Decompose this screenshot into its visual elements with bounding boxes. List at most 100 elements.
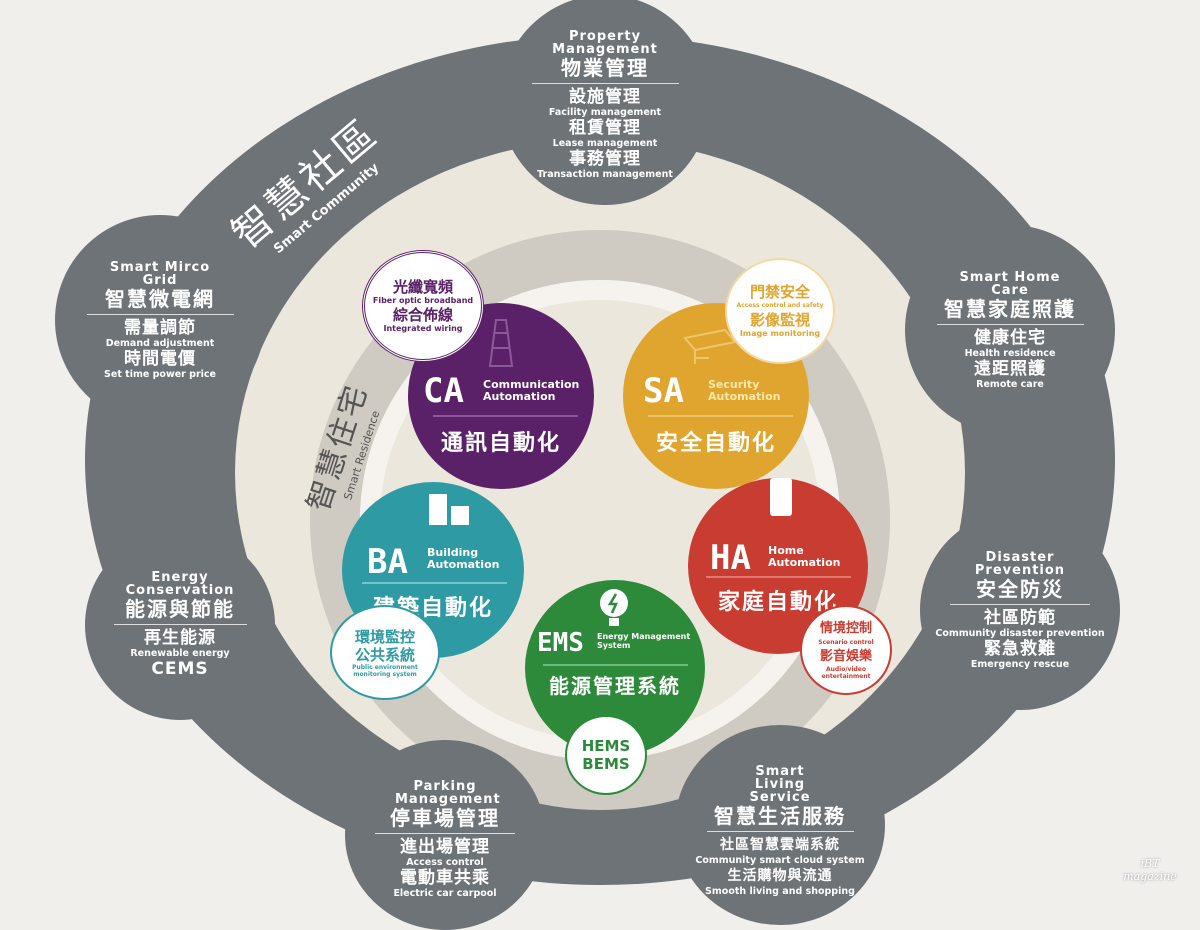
tower-icon — [488, 319, 514, 367]
item-zh: 需量調節 — [124, 317, 196, 338]
item-zh: 生活購物與流通 — [727, 868, 833, 884]
item-zh: 健康住宅 — [974, 327, 1046, 348]
divider — [950, 603, 1090, 605]
badge-en: Scenario control — [818, 639, 874, 646]
item-zh: 設施管理 — [569, 87, 641, 107]
badge-zh: 門禁安全 — [749, 283, 810, 301]
item-en: Community smart cloud system — [695, 855, 865, 866]
item-en: Emergency rescue — [970, 658, 1070, 670]
divider — [86, 313, 234, 315]
label-en: Property Management — [552, 29, 658, 57]
module-en: Energy Management System — [597, 632, 691, 650]
item-en: Remote care — [976, 378, 1044, 390]
module-abbr: EMS — [537, 628, 584, 658]
module-sa: SA Security Automation 安全自動化 — [623, 303, 809, 489]
module-en: Home Automation — [768, 544, 841, 569]
module-en: Communication Automation — [483, 378, 580, 403]
item-zh: 再生能源 — [144, 628, 216, 648]
item-zh: 社區智慧雲端系統 — [720, 837, 840, 853]
badge-en: Access control and safety — [736, 302, 824, 309]
badge-zh: 綜合佈線 — [392, 306, 453, 324]
item-zh: 時間電價 — [124, 348, 196, 369]
item-zh: CEMS — [151, 659, 209, 679]
module-abbr: CA — [423, 371, 464, 411]
badge-zh: HEMS — [581, 737, 631, 755]
badge-en: Fiber optic broadband — [372, 296, 474, 305]
divider — [543, 664, 688, 666]
label-zh: 物業管理 — [561, 56, 649, 80]
badge-en: Image monitoring — [739, 329, 821, 338]
watermark: iBT magazine — [1123, 857, 1177, 883]
item-en: Set time power price — [104, 368, 216, 380]
label-en: Disaster Prevention — [974, 549, 1066, 578]
label-en: Smart Home Care — [959, 269, 1061, 298]
item-en: Electric car carpool — [393, 888, 497, 899]
label-zh: 安全防災 — [976, 576, 1064, 601]
label-zh: 能源與節能 — [125, 597, 235, 621]
item-en: Transaction management — [537, 169, 673, 180]
label-en: Smart Mirco Grid — [109, 259, 211, 288]
smart-living-service: Smart Living Service 智慧生活服務 社區智慧雲端系統 Comm… — [675, 725, 885, 925]
label-en: Parking Management — [395, 779, 501, 807]
divider — [706, 576, 851, 578]
divider — [936, 323, 1084, 325]
item-zh: 遠距照護 — [974, 358, 1046, 379]
module-en: Security Automation — [708, 378, 781, 403]
module-abbr: SA — [643, 371, 684, 411]
divider — [531, 83, 679, 84]
divider — [113, 624, 247, 625]
module-abbr: HA — [710, 538, 751, 578]
divider — [375, 833, 515, 834]
module-zh: 通訊自動化 — [440, 431, 561, 456]
item-en: Community disaster prevention — [935, 627, 1105, 639]
label-zh: 智慧家庭照護 — [944, 296, 1076, 321]
label-en: Smart Living Service — [749, 764, 811, 805]
badge-zh: 公共系統 — [354, 645, 415, 664]
badge-en: Integrated wiring — [383, 324, 463, 333]
item-zh: 社區防範 — [984, 607, 1056, 628]
module-abbr: BA — [367, 542, 408, 582]
label-zh: 停車場管理 — [390, 806, 500, 830]
divider — [362, 582, 507, 584]
lightbulb-icon — [600, 589, 628, 626]
label-zh: 智慧微電網 — [105, 286, 215, 311]
label-en: Energy Conservation — [125, 570, 235, 598]
divider — [706, 831, 854, 832]
item-en: Demand adjustment — [105, 337, 215, 349]
badge-en: Public environment monitoring system — [352, 663, 418, 678]
badge-en: Audio/video entertainment — [821, 666, 871, 680]
item-en: Health residence — [964, 347, 1056, 359]
divider — [648, 415, 793, 417]
item-zh: 電動車共乘 — [400, 868, 490, 888]
module-en: Building Automation — [427, 546, 500, 571]
item-en: Lease management — [552, 138, 658, 149]
module-zh: 家庭自動化 — [717, 590, 838, 615]
badge-zh: 光纖寬頻 — [392, 278, 453, 296]
module-zh: 能源管理系統 — [549, 674, 681, 698]
building-icon — [429, 494, 469, 525]
badge-zh: BEMS — [582, 755, 630, 773]
badge-zh: 情境控制 — [819, 621, 872, 636]
item-zh: 事務管理 — [569, 149, 641, 169]
badge-zh: 環境監控 — [354, 627, 415, 646]
badge-hems: HEMS BEMS — [565, 715, 647, 795]
label-zh: 智慧生活服務 — [714, 804, 846, 828]
item-zh: 緊急救難 — [984, 638, 1056, 659]
item-zh: 租賃管理 — [569, 118, 641, 138]
badge-zh: 影像監視 — [749, 311, 810, 329]
item-en: Facility management — [548, 107, 662, 118]
item-zh: 進出場管理 — [400, 837, 490, 857]
sensor-icon — [770, 478, 792, 516]
item-en: Access control — [406, 857, 484, 868]
divider — [433, 415, 578, 417]
